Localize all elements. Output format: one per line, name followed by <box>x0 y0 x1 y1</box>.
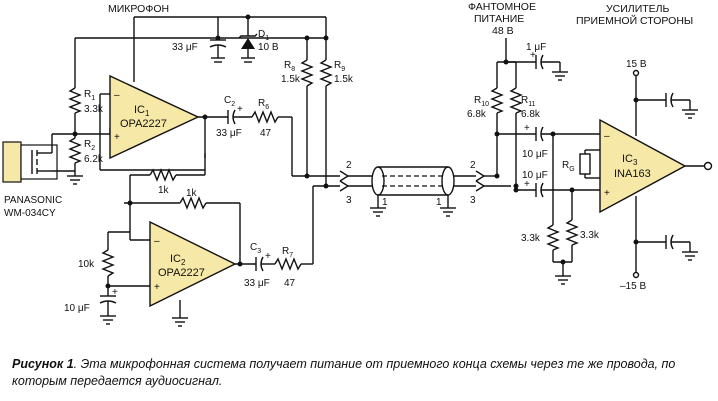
ic1-minus-pin: – <box>114 90 120 101</box>
c3-r7-path <box>255 185 340 272</box>
d1-label: D1 <box>258 29 269 42</box>
ic2-opamp <box>99 168 256 327</box>
ic2-minus-pin: – <box>154 236 160 247</box>
r1-label: R1 <box>84 89 95 102</box>
c3-plus: + <box>265 251 271 262</box>
r11-label: R11 <box>521 95 536 108</box>
r8-r9-loads <box>300 17 333 189</box>
ic2-plus-pin: + <box>154 282 160 293</box>
c-in2-value: 10 μF <box>522 170 548 181</box>
figure-caption: Рисунок 1. Эта микрофонная система получ… <box>12 356 712 390</box>
r7-label: R7 <box>282 246 293 259</box>
ic2-label: IC2 <box>170 253 186 267</box>
input-coupling <box>494 126 600 285</box>
r9-value: 1.5k <box>334 74 354 85</box>
r6-label: R6 <box>258 98 269 111</box>
c-top-value: 33 μF <box>172 42 198 53</box>
c-1u-plus: + <box>530 50 536 61</box>
c3-label: C3 <box>250 242 261 255</box>
plus15-label: 15 В <box>626 59 647 70</box>
r-10k-value: 10k <box>78 259 95 270</box>
d1-value: 10 В <box>258 42 279 53</box>
mic-model-line1: PANASONIC <box>4 195 62 206</box>
r9-label: R9 <box>334 60 345 73</box>
ic3-minus-pin: – <box>604 131 610 142</box>
c-10u-plus: + <box>112 287 118 298</box>
r10-value: 6.8k <box>467 109 487 120</box>
receiver-header-line2: ПРИЕМНОЙ СТОРОНЫ <box>576 14 693 27</box>
ic3-part: INA163 <box>614 168 651 180</box>
r-feedback2-value: 1k <box>186 188 198 199</box>
bias-divider <box>67 38 111 185</box>
figure-label: Рисунок 1 <box>12 357 74 371</box>
c-in1-plus: + <box>524 123 530 134</box>
ic1-label: IC1 <box>134 104 150 118</box>
c2-plus: + <box>237 104 243 115</box>
ic1-part: OPA2227 <box>120 118 167 130</box>
phantom-header-line1: ФАНТОМНОЕ <box>468 1 536 13</box>
rg-label: RG <box>562 160 575 173</box>
r2-value: 6.2k <box>84 154 104 165</box>
supply-decoupling <box>209 14 258 63</box>
r8-label: R8 <box>284 60 295 73</box>
phantom-header-line2: ПИТАНИЕ <box>474 13 524 25</box>
gnd-left-pin: 1 <box>382 197 388 208</box>
microphone-capsule <box>2 133 75 183</box>
r7-value: 47 <box>284 278 296 289</box>
phantom-voltage: 48 В <box>492 25 514 37</box>
top-rail <box>75 16 326 75</box>
pin-right-3: 3 <box>470 195 476 206</box>
minus15-label: –15 В <box>620 281 646 292</box>
microphone-header: МИКРОФОН <box>108 3 169 15</box>
c-in2-plus: + <box>524 179 530 190</box>
shielded-cable <box>339 166 486 217</box>
gnd-right-pin: 1 <box>436 197 442 208</box>
pin-left-2: 2 <box>346 160 352 171</box>
c-in1-value: 10 μF <box>522 149 548 160</box>
c-1u-value: 1 μF <box>526 42 546 53</box>
r6-value: 47 <box>260 128 272 139</box>
c3-value: 33 μF <box>244 278 270 289</box>
r-feedback1-value: 1k <box>158 185 170 196</box>
mic-model-line2: WM-034CY <box>4 208 56 219</box>
ic2-part: OPA2227 <box>158 267 205 279</box>
c2-label: C2 <box>224 95 235 108</box>
ic3-plus-pin: + <box>604 188 610 199</box>
ic3-ina163 <box>579 69 713 279</box>
r1-value: 3.3k <box>84 104 104 115</box>
r2-label: R2 <box>84 139 95 152</box>
r10-label: R10 <box>474 95 489 108</box>
c-10u-value: 10 μF <box>64 303 90 314</box>
pin-left-3: 3 <box>346 195 352 206</box>
r-33a-value: 3.3k <box>521 233 541 244</box>
pin-right-2: 2 <box>470 160 476 171</box>
caption-text: . Эта микрофонная система получает питан… <box>12 357 676 388</box>
r8-value: 1.5k <box>281 74 301 85</box>
ic3-label: IC3 <box>622 153 638 167</box>
receiver-header-line1: УСИЛИТЕЛЬ <box>606 3 670 15</box>
phantom-supply <box>484 38 568 189</box>
r11-value: 6.8k <box>521 109 541 120</box>
schematic-diagram: МИКРОФОН ФАНТОМНОЕ ПИТАНИЕ 48 В УСИЛИТЕЛ… <box>2 1 713 327</box>
ic1-plus-pin: + <box>114 132 120 143</box>
c2-value: 33 μF <box>216 128 242 139</box>
r-33b-value: 3.3k <box>580 230 600 241</box>
c2-r6-path <box>227 109 340 177</box>
